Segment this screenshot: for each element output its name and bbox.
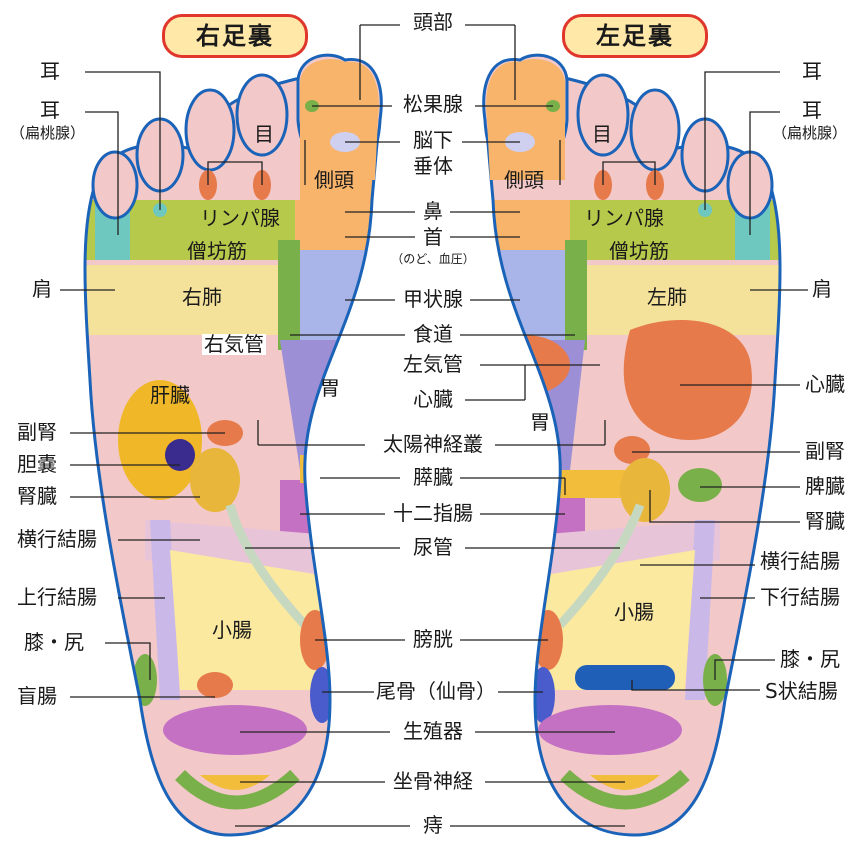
label-transverse-colon-right: 横行結腸 <box>15 529 99 550</box>
left-foot-header: 左足裏 <box>562 14 708 58</box>
label-kidney-right: 腎臓 <box>15 486 59 507</box>
label-shoulder-left: 肩 <box>810 279 834 300</box>
label-neck: 首 <box>421 227 445 248</box>
right-appendix-zone <box>197 672 233 698</box>
label-temporal-left: 側頭 <box>502 170 546 191</box>
label-ear-tonsil-left: 耳 <box>800 100 824 121</box>
label-sigmoid-colon: S状結腸 <box>763 681 840 702</box>
label-nose: 鼻 <box>421 201 445 222</box>
right-tonsil-dot <box>105 226 119 244</box>
label-ascending-colon: 上行結腸 <box>15 587 99 608</box>
label-coccyx: 尾骨（仙骨） <box>374 681 498 702</box>
label-temporal-right: 側頭 <box>312 170 356 191</box>
label-pineal: 松果腺 <box>401 94 465 115</box>
right-bronchus-zone <box>278 240 300 350</box>
label-tonsil-right: （扁桃腺） <box>8 126 87 142</box>
label-genitals: 生殖器 <box>401 721 465 742</box>
label-pituitary-2: 垂体 <box>411 156 455 177</box>
left-sigmoid-zone <box>575 665 675 690</box>
label-esophagus: 食道 <box>411 324 455 345</box>
label-bladder: 膀胱 <box>411 629 455 650</box>
label-ear-right: 耳 <box>38 61 62 82</box>
left-toe-3 <box>631 90 679 170</box>
left-spleen-zone <box>678 468 722 502</box>
label-heart-center: 心臓 <box>411 389 455 410</box>
label-stomach-right: 胃 <box>318 378 342 399</box>
label-eye-right: 目 <box>252 124 276 145</box>
left-big-toe-head-zone <box>486 59 565 180</box>
label-descending-colon: 下行結腸 <box>758 587 842 608</box>
label-adrenal-right: 副腎 <box>15 422 59 443</box>
right-kidney-zone <box>190 448 240 512</box>
label-left-bronchus: 左気管 <box>401 354 465 375</box>
label-trapezius-right: 僧坊筋 <box>185 241 249 262</box>
label-heart-left: 心臓 <box>803 374 847 395</box>
label-right-bronchus: 右気管 <box>202 334 266 355</box>
label-hemorrhoid: 痔 <box>421 815 445 836</box>
label-small-intestine-right: 小腸 <box>210 620 254 641</box>
left-bronchus-zone <box>565 240 587 350</box>
label-appendix: 盲腸 <box>15 686 59 707</box>
label-ureter: 尿管 <box>411 537 455 558</box>
label-spleen: 脾臓 <box>803 476 847 497</box>
label-gallbladder: 胆嚢 <box>15 454 59 475</box>
label-shoulder-right: 肩 <box>30 279 54 300</box>
label-trapezius-left: 僧坊筋 <box>607 241 671 262</box>
label-small-intestine-left: 小腸 <box>612 602 656 623</box>
label-knee-hip-right: 膝・尻 <box>22 632 86 653</box>
left-thyroid-zone <box>480 250 570 340</box>
right-thyroid-zone <box>295 250 385 340</box>
label-left-lung: 左肺 <box>645 287 689 308</box>
label-pancreas: 膵臓 <box>411 467 455 488</box>
label-thyroid: 甲状腺 <box>401 289 465 310</box>
label-solar-plexus: 太陽神経叢 <box>381 434 485 455</box>
label-ear-tonsil-right: 耳 <box>38 100 62 121</box>
right-big-toe-head-zone <box>300 59 379 180</box>
label-right-lung: 右肺 <box>180 287 224 308</box>
right-toe-5 <box>93 152 137 218</box>
label-head: 頭部 <box>411 12 455 33</box>
left-heart-zone <box>624 320 752 440</box>
label-eye-left: 目 <box>590 124 614 145</box>
left-kidney-zone <box>620 458 670 522</box>
label-lymph-left: リンパ腺 <box>582 208 666 229</box>
label-duodenum: 十二指腸 <box>391 503 475 524</box>
label-lymph-right: リンパ腺 <box>198 208 282 229</box>
left-genital-zone <box>538 705 682 755</box>
right-toe-3 <box>186 90 234 170</box>
label-tonsil-left: （扁桃腺） <box>770 126 849 142</box>
left-tonsil-dot <box>745 226 759 244</box>
right-gallbladder-zone <box>165 439 195 471</box>
label-stomach-left: 胃 <box>528 412 552 433</box>
label-knee-hip-left: 膝・尻 <box>778 649 842 670</box>
right-foot-header: 右足裏 <box>162 14 308 58</box>
label-pituitary-1: 脳下 <box>411 130 455 151</box>
right-genital-zone <box>163 705 307 755</box>
right-pancreas-zone <box>300 455 370 483</box>
label-liver: 肝臓 <box>148 385 192 406</box>
label-sciatic: 坐骨神経 <box>391 771 475 792</box>
label-kidney-left: 腎臓 <box>803 511 847 532</box>
label-ear-left: 耳 <box>800 61 824 82</box>
label-transverse-colon-left: 横行結腸 <box>758 551 842 572</box>
label-adrenal-left: 副腎 <box>803 441 847 462</box>
label-neck-note: （のど、血圧） <box>389 253 476 266</box>
